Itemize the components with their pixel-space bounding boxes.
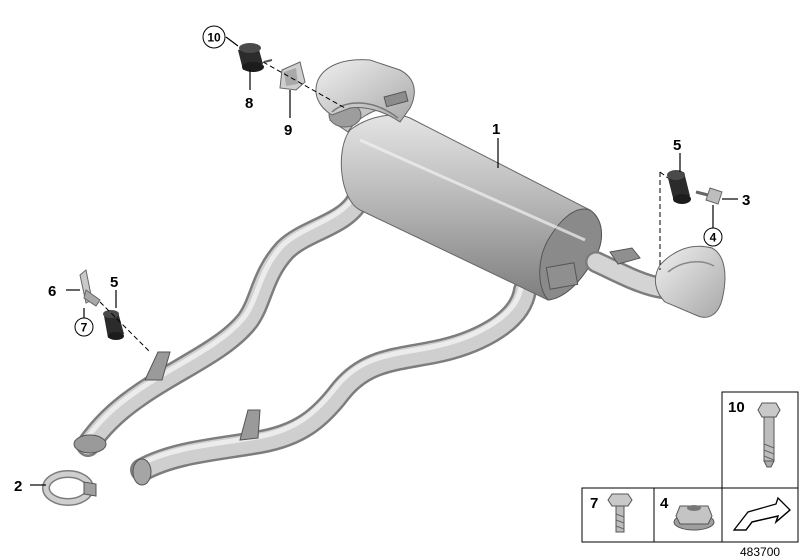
legend-box-arrow: [721, 487, 799, 543]
callout-5-left: 5: [110, 274, 118, 291]
leader-lines: [30, 36, 738, 486]
callout-7-circle: 7: [74, 317, 94, 337]
muffler-right-outlet: [585, 251, 673, 299]
assembly-dash-left: [99, 301, 151, 353]
document-number: 483700: [740, 545, 780, 559]
exhaust-tip-right: [609, 245, 726, 318]
rubber-mount-top: [238, 43, 273, 72]
callout-3: 3: [742, 192, 750, 209]
callout-9: 9: [284, 122, 292, 139]
rubber-mount-left: [103, 310, 124, 340]
callout-4-circle: 4: [703, 227, 723, 247]
legend-label-nut: 4: [660, 495, 669, 512]
left-pipe-inlet: [73, 434, 107, 454]
legend-label-short-bolt: 7: [590, 495, 598, 512]
legend-box-long-bolt: 10: [721, 391, 799, 489]
exhaust-tip-left: [315, 59, 415, 123]
bolt-right: [695, 187, 723, 205]
right-exhaust-pipe: [130, 278, 537, 482]
rubber-mount-right: [667, 170, 691, 204]
pipe-clamp: [42, 470, 97, 506]
legend-box-nut: 4: [653, 487, 723, 543]
legend-box-short-bolt: 7: [581, 487, 655, 543]
short-bolt-icon: [607, 493, 633, 533]
callout-4: 4: [710, 231, 717, 245]
right-pipe-bracket: [239, 409, 261, 441]
flange-nut-icon: [673, 505, 715, 531]
legend-label-long-bolt: 10: [728, 399, 745, 416]
assembly-dash-right-2: [659, 171, 669, 179]
direction-arrow-icon: [732, 496, 791, 531]
callout-7: 7: [81, 321, 88, 335]
callout-6: 6: [48, 283, 56, 300]
bracket-left: [79, 269, 101, 307]
callout-10-circle: 10: [202, 25, 226, 49]
bracket-top: [279, 61, 306, 91]
callout-8: 8: [245, 95, 253, 112]
long-bolt-icon: [757, 402, 781, 468]
callout-10: 10: [207, 31, 221, 45]
callout-5-right: 5: [673, 137, 681, 154]
left-exhaust-pipe: [76, 188, 370, 457]
rear-muffler: [340, 114, 602, 301]
callout-1: 1: [492, 121, 500, 138]
right-pipe-inlet: [132, 458, 152, 486]
left-pipe-bracket: [144, 351, 171, 381]
callout-2: 2: [14, 478, 22, 495]
